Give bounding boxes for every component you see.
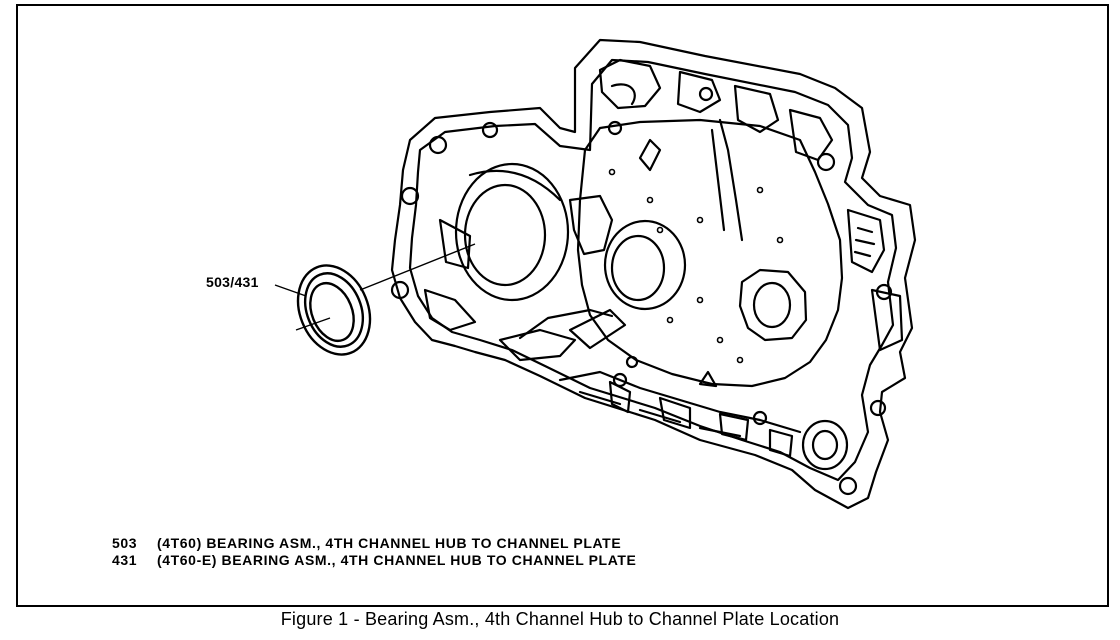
leader-lines [274, 243, 476, 331]
legend-part-number: 503 [112, 535, 138, 551]
part-callout-label: 503/431 [206, 274, 259, 290]
legend-row: 503 (4T60) BEARING ASM., 4TH CHANNEL HUB… [112, 535, 636, 552]
plate-dots [608, 168, 784, 364]
legend-part-number: 431 [112, 552, 138, 568]
figure-frame [16, 4, 1109, 607]
medium-bore-outer [603, 219, 687, 311]
large-bore-outer [454, 162, 570, 302]
large-bore-inner [463, 183, 547, 287]
legend-part-description: (4T60-E) BEARING ASM., 4TH CHANNEL HUB T… [157, 552, 637, 568]
legend-part-description: (4T60) BEARING ASM., 4TH CHANNEL HUB TO … [157, 535, 622, 551]
bolt-holes [390, 86, 893, 496]
inner-rim [408, 58, 898, 482]
bearing-assembly [296, 264, 372, 356]
medium-bore-inner [610, 234, 666, 302]
figure-caption: Figure 1 - Bearing Asm., 4th Channel Hub… [280, 609, 840, 629]
small-bore [752, 281, 792, 329]
parts-legend: 503 (4T60) BEARING ASM., 4TH CHANNEL HUB… [112, 535, 636, 569]
legend-row: 431 (4T60-E) BEARING ASM., 4TH CHANNEL H… [112, 552, 636, 569]
lower-bore [801, 419, 849, 471]
plate-face [576, 118, 844, 388]
